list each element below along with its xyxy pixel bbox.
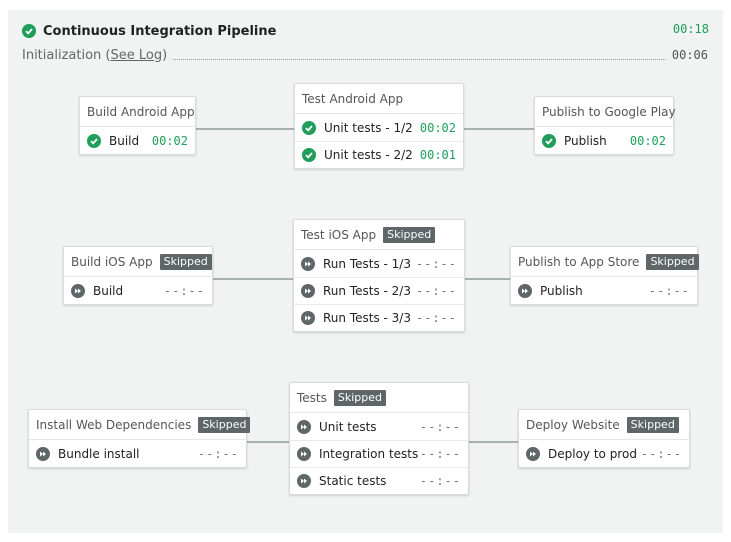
- job-row[interactable]: Run Tests - 1/3 --:--: [294, 250, 464, 277]
- fast-forward-icon: [301, 311, 315, 325]
- stage-test-ios[interactable]: Test iOS App Skipped Run Tests - 1/3 --:-…: [293, 219, 465, 332]
- fast-forward-icon: [301, 284, 315, 298]
- job-row[interactable]: Build --:--: [64, 277, 212, 304]
- job-time: 00:01: [419, 148, 456, 162]
- job-row[interactable]: Integration tests --:--: [290, 440, 468, 467]
- skipped-badge: Skipped: [159, 253, 212, 270]
- pipeline-total-time: 00:18: [672, 22, 709, 36]
- job-row[interactable]: Unit tests - 1/2 00:02: [295, 114, 463, 141]
- stage-title: Test iOS App: [301, 227, 377, 242]
- job-label: Build: [109, 133, 140, 148]
- initialization-row: Initialization (See Log) 00:06: [22, 45, 708, 65]
- job-row[interactable]: Publish 00:02: [535, 127, 673, 154]
- stage-title: Test Android App: [302, 91, 404, 106]
- init-time: 00:06: [671, 48, 708, 62]
- job-row[interactable]: Build 00:02: [80, 127, 195, 154]
- fast-forward-icon: [301, 256, 315, 271]
- stage-install-web-dependencies[interactable]: Install Web Dependencies Skipped Bundle i…: [28, 409, 251, 468]
- check-circle-icon: [542, 133, 556, 148]
- job-time: --:--: [419, 447, 461, 461]
- skipped-badge: Skipped: [646, 253, 699, 270]
- job-label: Run Tests - 1/3: [323, 256, 411, 271]
- job-time: --:--: [163, 283, 205, 298]
- job-label: Build: [93, 283, 124, 298]
- job-row[interactable]: Unit tests - 2/2 00:01: [295, 141, 463, 168]
- check-circle-icon: [22, 24, 36, 38]
- stage-title: Build iOS App: [71, 254, 153, 269]
- stage-title: Publish to Google Play: [542, 104, 676, 119]
- job-time: 00:02: [151, 133, 188, 148]
- fast-forward-icon: [297, 447, 311, 461]
- connector-ios-test-publish: [465, 278, 510, 280]
- skipped-badge: Skipped: [626, 416, 679, 433]
- job-time: 00:02: [419, 120, 456, 135]
- dotted-leader: [173, 58, 666, 60]
- job-time: --:--: [640, 446, 682, 461]
- job-time: --:--: [197, 446, 239, 461]
- connector-web-tests-deploy: [469, 441, 518, 443]
- fast-forward-icon: [71, 283, 85, 298]
- check-circle-icon: [302, 148, 316, 162]
- pipeline-title: Continuous Integration Pipeline: [43, 23, 277, 39]
- fast-forward-icon: [297, 419, 311, 434]
- stage-title: Install Web Dependencies: [36, 417, 192, 432]
- job-time: 00:02: [629, 133, 666, 148]
- stage-build-ios[interactable]: Build iOS App Skipped Build --:--: [63, 246, 213, 305]
- job-label: Unit tests: [319, 419, 377, 434]
- fast-forward-icon: [36, 446, 50, 461]
- fast-forward-icon: [518, 283, 532, 298]
- job-label: Publish: [540, 283, 583, 298]
- job-time: --:--: [415, 284, 457, 298]
- see-log-link[interactable]: See Log: [110, 47, 163, 63]
- job-row[interactable]: Deploy to prod --:--: [519, 440, 689, 467]
- pipeline-header: Continuous Integration Pipeline: [22, 21, 276, 41]
- job-time: --:--: [415, 256, 457, 271]
- job-time: --:--: [415, 311, 457, 325]
- init-label-close: ): [162, 47, 168, 63]
- job-label: Bundle install: [58, 446, 140, 461]
- job-row[interactable]: Bundle install --:--: [29, 440, 246, 467]
- job-label: Run Tests - 2/3: [323, 284, 411, 298]
- stage-test-android[interactable]: Test Android App Unit tests - 1/2 00:02 …: [294, 83, 464, 169]
- connector-android-build-test: [196, 128, 294, 130]
- job-label: Unit tests - 2/2: [324, 148, 413, 162]
- job-row[interactable]: Publish --:--: [511, 277, 697, 304]
- stage-publish-google-play[interactable]: Publish to Google Play Publish 00:02: [534, 96, 676, 155]
- fast-forward-icon: [526, 446, 540, 461]
- job-time: --:--: [419, 474, 461, 488]
- job-label: Static tests: [319, 474, 387, 488]
- connector-android-test-publish: [464, 128, 534, 130]
- skipped-badge: Skipped: [198, 416, 251, 433]
- job-label: Publish: [564, 133, 607, 148]
- stage-title: Deploy Website: [526, 417, 620, 432]
- stage-build-android[interactable]: Build Android App Build 00:02: [79, 96, 196, 155]
- stage-title: Build Android App: [87, 104, 195, 119]
- job-row[interactable]: Unit tests --:--: [290, 413, 468, 440]
- check-circle-icon: [87, 133, 101, 148]
- init-label: Initialization (: [22, 47, 111, 63]
- job-time: --:--: [648, 283, 690, 298]
- connector-ios-build-test: [213, 278, 293, 280]
- job-label: Integration tests: [319, 447, 419, 461]
- stage-title: Tests: [297, 390, 327, 405]
- job-label: Unit tests - 1/2: [324, 120, 413, 135]
- stage-publish-app-store[interactable]: Publish to App Store Skipped Publish --:-…: [510, 246, 699, 305]
- job-row[interactable]: Run Tests - 3/3 --:--: [294, 304, 464, 331]
- job-label: Run Tests - 3/3: [323, 311, 411, 325]
- skipped-badge: Skipped: [383, 226, 436, 243]
- stage-title: Publish to App Store: [518, 254, 640, 269]
- skipped-badge: Skipped: [333, 389, 387, 406]
- connector-web-install-tests: [247, 441, 289, 443]
- check-circle-icon: [302, 120, 316, 135]
- job-label: Deploy to prod: [548, 446, 637, 461]
- stage-tests[interactable]: Tests Skipped Unit tests --:-- Integratio…: [289, 382, 469, 495]
- job-row[interactable]: Static tests --:--: [290, 467, 468, 494]
- stage-deploy-website[interactable]: Deploy Website Skipped Deploy to prod --:…: [518, 409, 690, 468]
- job-row[interactable]: Run Tests - 2/3 --:--: [294, 277, 464, 304]
- fast-forward-icon: [297, 474, 311, 488]
- job-time: --:--: [419, 419, 461, 434]
